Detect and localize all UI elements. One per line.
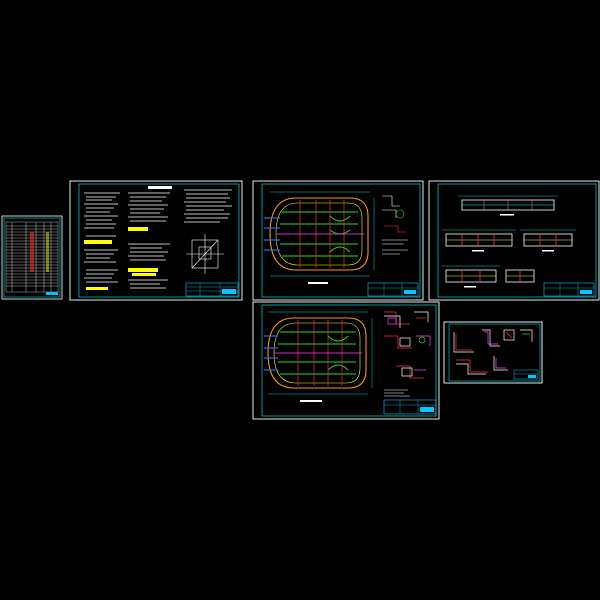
sheet-border <box>261 183 421 298</box>
tank-channels <box>278 331 356 375</box>
title-block <box>543 282 595 297</box>
sheet-details[interactable] <box>443 321 543 384</box>
sheet-frame <box>428 180 600 301</box>
index-stamp <box>46 292 58 295</box>
section-caption <box>542 250 554 252</box>
notes-highlight <box>128 268 158 272</box>
sheet-sections[interactable] <box>428 180 600 301</box>
title-block <box>185 282 239 297</box>
sheet-design-notes[interactable] <box>69 180 243 301</box>
tank-grid <box>274 320 362 386</box>
tank-grid <box>276 200 364 268</box>
title-block <box>383 399 437 415</box>
sheet-border <box>448 323 541 382</box>
notes-column-left <box>84 192 120 283</box>
section-caption <box>472 250 484 252</box>
sheet-border <box>3 217 61 298</box>
dimension-lines <box>268 311 373 395</box>
notes-highlight <box>128 227 148 231</box>
section-c <box>442 265 500 283</box>
plan-caption <box>308 282 328 284</box>
sheet-drawing-index[interactable] <box>1 215 63 300</box>
sheet-frame <box>252 301 440 420</box>
sheet-tank-plan-top[interactable] <box>252 180 424 301</box>
plan-caption <box>300 400 322 402</box>
sheet-border <box>261 304 437 417</box>
title-block <box>513 369 539 380</box>
section-b <box>520 229 576 247</box>
notes-title-bar <box>148 186 172 189</box>
sheet-frame <box>443 321 543 384</box>
section-long <box>458 195 558 211</box>
notes-column-right <box>184 189 232 223</box>
notes-highlight <box>84 240 112 244</box>
section-caption <box>500 214 514 216</box>
sheet-frame <box>252 180 424 301</box>
rebar-details <box>384 311 431 379</box>
inlet-pipes <box>264 217 280 251</box>
section-d <box>505 269 535 283</box>
sheet-border <box>437 183 597 298</box>
detail-sketches <box>453 329 533 375</box>
notes-column-middle <box>128 192 170 289</box>
index-highlights <box>30 232 49 272</box>
tank-outline <box>267 317 367 389</box>
plan-side-details <box>382 195 408 255</box>
section-a <box>442 229 516 247</box>
notes-highlight <box>86 287 108 290</box>
tank-outline <box>269 197 369 271</box>
sheet-tank-plan-bottom[interactable] <box>252 301 440 420</box>
notes-highlight <box>132 273 156 276</box>
section-caption <box>464 286 476 288</box>
notes-block <box>384 389 410 397</box>
title-block <box>367 282 419 297</box>
sheet-border <box>78 183 240 298</box>
inlet-pipes <box>264 335 278 371</box>
dimension-lines <box>270 191 375 277</box>
notes-detail-sketch <box>186 234 224 274</box>
